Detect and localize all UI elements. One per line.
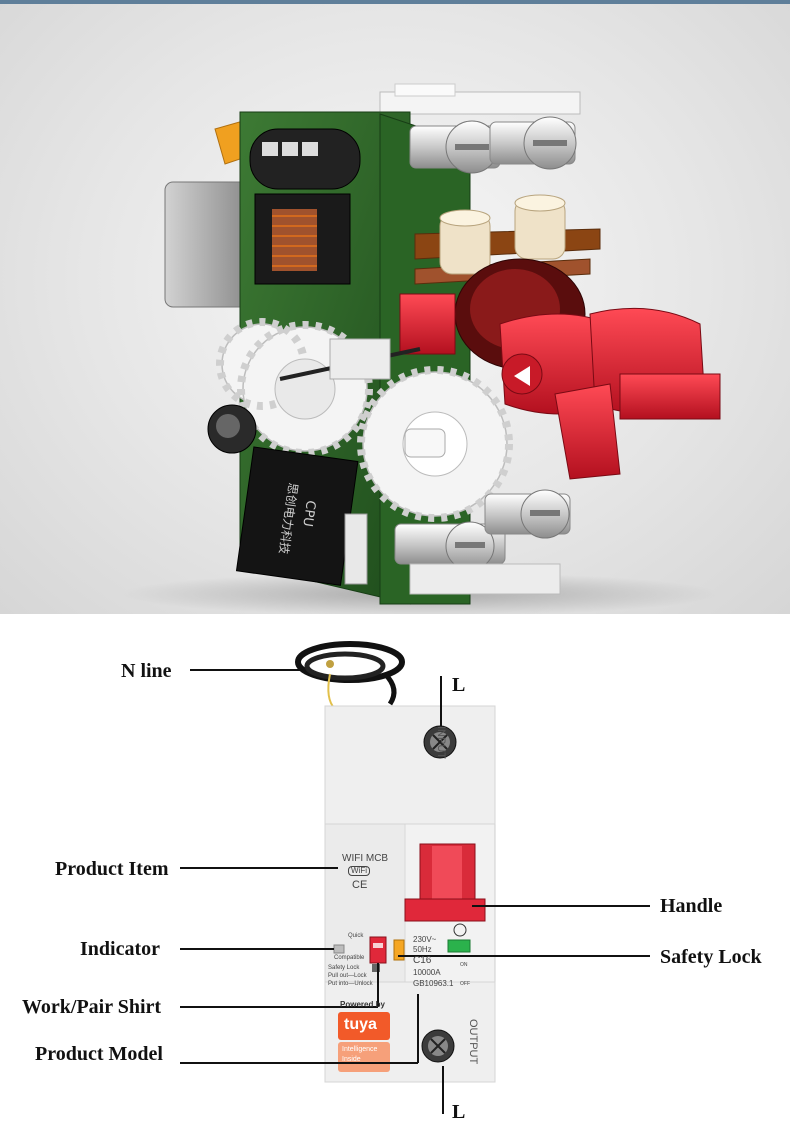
wifi-badge-icon: WiFi: [348, 866, 370, 876]
device-model-title: WIFI MCB: [342, 853, 389, 864]
compatible-label: Compatible: [334, 955, 365, 961]
output-terminal-text: OUTPUT: [467, 1019, 479, 1065]
work-pair-switch[interactable]: [369, 936, 387, 964]
input-terminal-text: INPUT: [435, 726, 447, 759]
labeled-device-diagram: INPUT OUTPUT WIFI MCB WiFi CE Quick Comp…: [0, 614, 790, 1140]
callout-l-bottom: L: [452, 1101, 466, 1123]
safety-lock-text: Safety Lock: [328, 965, 360, 971]
callout-handle: Handle: [660, 895, 723, 917]
intelligence-line1: Intelligence: [342, 1046, 378, 1053]
rating-text: C16: [413, 955, 432, 966]
intelligence-line2: Inside: [342, 1056, 361, 1063]
callout-n-line: N line: [121, 660, 172, 682]
voltage-text: 230V~: [413, 935, 437, 944]
frequency-text: 50Hz: [413, 945, 432, 954]
tuya-brand-text: tuya: [344, 1016, 377, 1033]
lock-icon: [372, 964, 380, 972]
status-window: [447, 939, 471, 953]
ce-mark-icon: CE: [352, 879, 368, 891]
n-line-cable: [295, 641, 405, 710]
off-label: OFF: [460, 981, 470, 987]
intelligence-inside-block: [338, 1042, 390, 1072]
callout-product-model: Product Model: [35, 1043, 163, 1065]
internal-mechanism-photo: CPU 思创电力科技: [0, 4, 790, 614]
powered-by-text: Powered by: [340, 1000, 385, 1009]
quick-label: Quick: [348, 933, 364, 939]
mechanism-illustration: CPU 思创电力科技: [120, 83, 721, 614]
pull-out-text: Pull out—Lock: [328, 973, 367, 979]
callout-indicator: Indicator: [80, 938, 160, 960]
put-into-text: Put into—Unlock: [328, 981, 373, 987]
safety-lock-tab[interactable]: [393, 939, 405, 961]
breaking-capacity-text: 10000A: [413, 968, 441, 977]
top-rule: [0, 0, 790, 4]
callout-safety-lock: Safety Lock: [660, 946, 762, 968]
callout-lines: [180, 669, 650, 1114]
certification-mark-icon: [453, 923, 467, 937]
callout-l-top: L: [452, 674, 466, 696]
callout-work-pair: Work/Pair Shirt: [22, 996, 162, 1018]
callout-product-item: Product Item: [55, 858, 169, 880]
tuya-logo-block: [338, 1012, 390, 1040]
chip-label-cpu: CPU: [299, 499, 318, 527]
on-label: ON: [460, 962, 468, 968]
mcb-device-illustration: [180, 641, 650, 1114]
indicator-led: [333, 944, 345, 954]
standard-text: GB10963.1: [413, 979, 454, 988]
handle-base[interactable]: [404, 898, 486, 922]
